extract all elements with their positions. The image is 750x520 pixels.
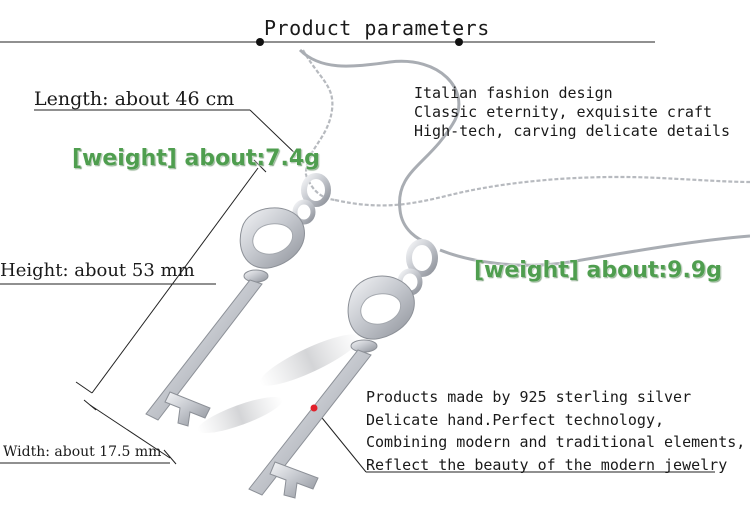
key-small [145,173,331,434]
length-leader [34,109,303,161]
feature-line: Italian fashion design [414,84,613,102]
title-underline [0,38,655,46]
description-list: Products made by 925 sterling silver Del… [366,386,745,476]
feature-line: Classic eternity, exquisite craft [414,103,713,121]
title-dot-left [256,38,264,46]
page-title: Product parameters [264,16,490,40]
title-dot-right [455,38,463,46]
feature-line: High-tech, carving delicate details [414,122,731,140]
width-label: Width: about 17.5 mm [3,444,162,460]
width-dimension [0,399,177,465]
accent-dot [310,404,318,412]
length-label: Length: about 46 cm [34,88,235,110]
height-label: Height: about 53 mm [0,260,195,281]
description-line: Combining modern and traditional element… [366,433,746,451]
height-dimension [0,159,267,394]
description-line: Delicate hand.Perfect technology, [366,410,665,429]
chain-large [298,48,750,267]
weight-small-label: [weight] about:7.4g [72,146,320,171]
weight-large-label: [weight] about:9.9g [474,258,722,283]
description-line: Products made by 925 sterling silver [366,388,692,406]
key-large [248,239,438,499]
features-list: Italian fashion design Classic eternity,… [414,84,730,141]
description-leader [313,407,715,473]
description-line: Reflect the beauty of the modern jewelry [366,455,728,474]
